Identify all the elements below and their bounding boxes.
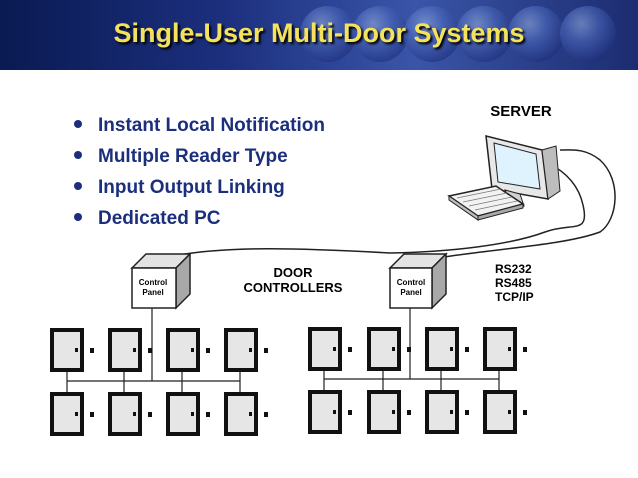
door-icon [50,328,94,372]
card-reader-icon [348,347,352,352]
panel-label-line2: Panel [400,288,421,297]
card-reader-icon [206,412,210,417]
card-reader-icon [407,410,411,415]
bullet-text: Instant Local Notification [98,115,325,136]
panel-label-line1: Control [139,278,167,287]
globe-decoration [352,6,408,62]
globe-decoration [404,6,460,62]
door-icon [166,328,210,372]
slide-title: Single-User Multi-Door Systems [113,18,525,48]
door-icon [224,392,268,436]
door-icon [483,390,527,434]
globe-decoration [560,6,616,62]
bullet-text: Dedicated PC [98,208,221,229]
protocol-label: RS232 [495,262,532,276]
bullet-icon [74,213,82,221]
title-banner: Single-User Multi-Door Systems [0,0,638,70]
card-reader-icon [523,410,527,415]
card-reader-icon [90,348,94,353]
door-icon [483,327,527,371]
server-label: SERVER [490,103,552,120]
card-reader-icon [148,412,152,417]
globe-decoration [300,6,356,62]
door-icon [166,392,210,436]
protocol-label: TCP/IP [495,290,534,304]
card-reader-icon [407,347,411,352]
door-controllers-label-line1: DOOR [274,265,314,280]
card-reader-icon [148,348,152,353]
server-computer-icon [447,135,561,221]
door-icon [425,390,469,434]
door-icon [50,392,94,436]
door-icon [425,327,469,371]
cable-panel-to-server [149,162,586,263]
card-reader-icon [90,412,94,417]
bullet-text: Multiple Reader Type [98,146,288,167]
door-wiring [66,308,500,392]
bullet-item: Multiple Reader Type [74,141,325,172]
bullet-icon [74,151,82,159]
card-reader-icon [465,410,469,415]
card-reader-icon [264,348,268,353]
bullet-item: Instant Local Notification [74,110,325,141]
globe-decoration [508,6,564,62]
door-icon [367,327,411,371]
door-icon [108,328,152,372]
bullet-item: Input Output Linking [74,172,325,203]
door-group [50,327,527,436]
bullet-text: Input Output Linking [98,177,285,198]
card-reader-icon [465,347,469,352]
door-icon [367,390,411,434]
network-cables [149,149,616,263]
control-panel-right: Control Panel [388,252,448,310]
globe-decoration [456,6,512,62]
cable-panel-to-server [417,149,616,263]
bullet-item: Dedicated PC [74,203,325,234]
door-icon [108,392,152,436]
card-reader-icon [523,347,527,352]
door-icon [224,328,268,372]
card-reader-icon [348,410,352,415]
door-controllers-label-line2: CONTROLLERS [244,280,343,295]
door-icon [308,327,352,371]
bullet-icon [74,182,82,190]
protocol-label: RS485 [495,276,532,290]
panel-label-line2: Panel [142,288,163,297]
bullet-icon [74,120,82,128]
card-reader-icon [264,412,268,417]
card-reader-icon [206,348,210,353]
bullet-list: Instant Local Notification Multiple Read… [74,110,325,234]
panel-label-line1: Control [397,278,425,287]
control-panel-left: Control Panel [130,252,192,310]
door-icon [308,390,352,434]
